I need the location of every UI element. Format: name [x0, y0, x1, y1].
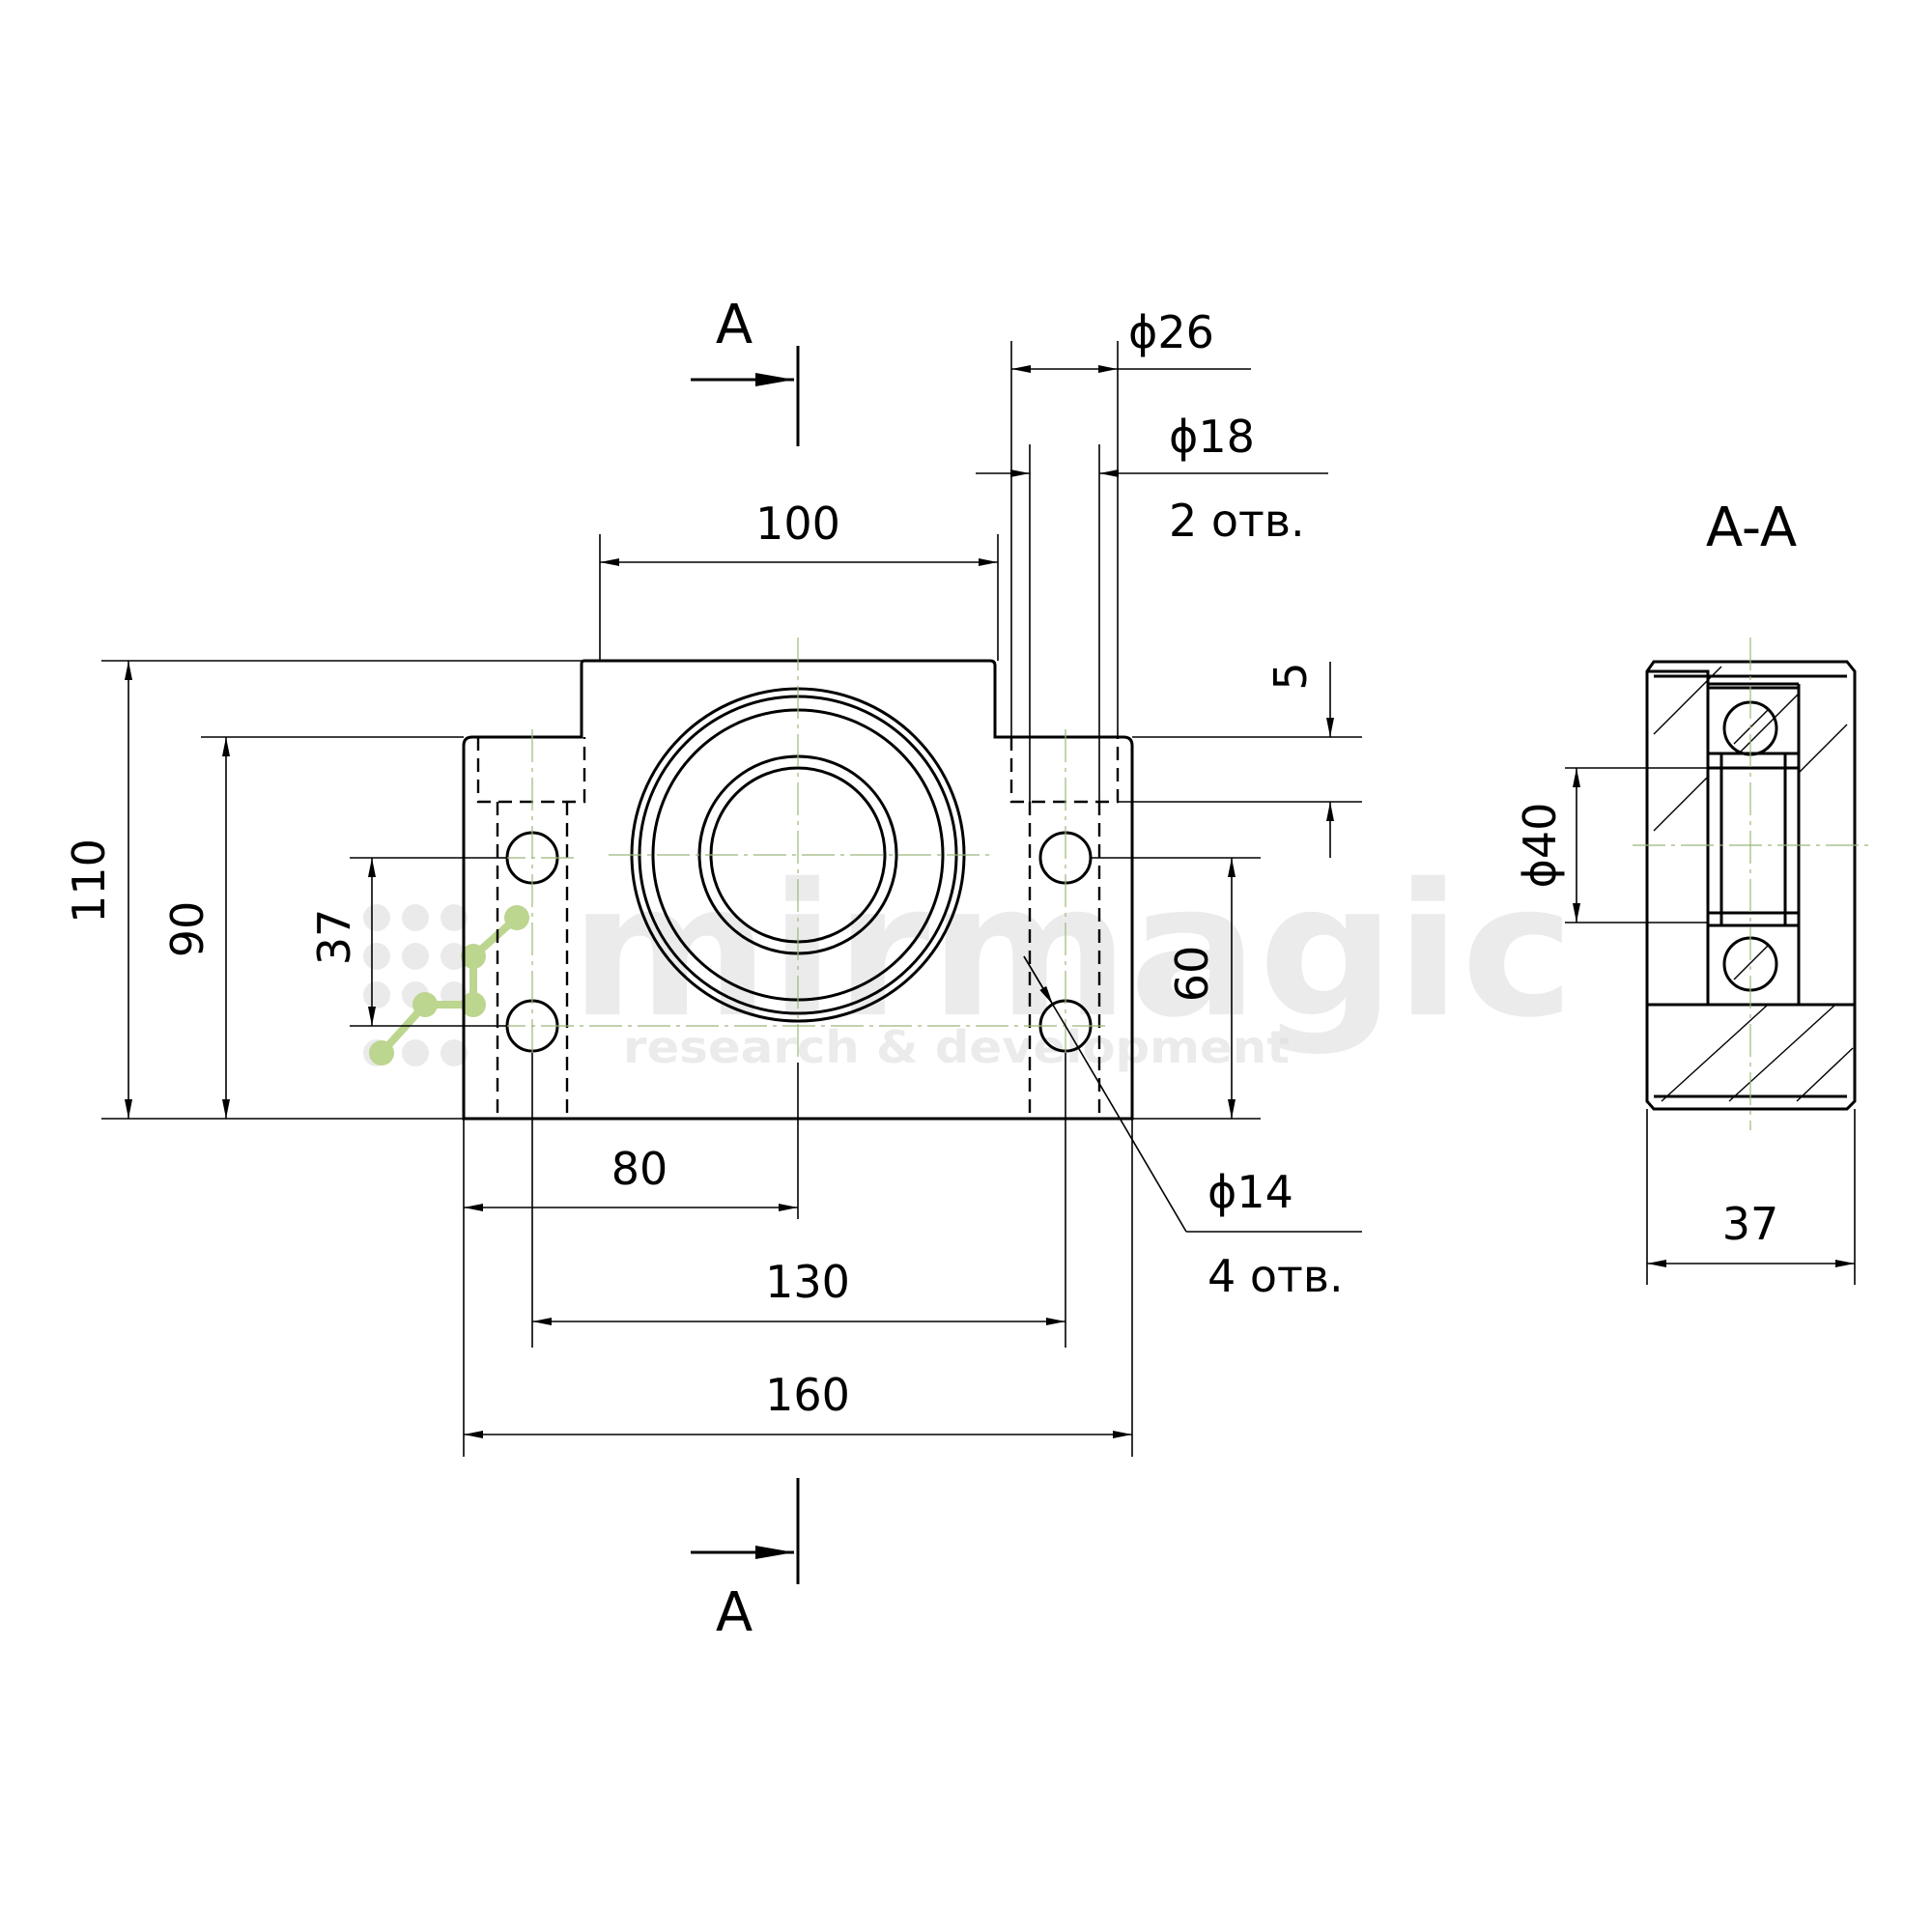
section-view-width-label: 37 [1722, 1198, 1779, 1250]
section-label-bottom: A [716, 1581, 753, 1644]
dim-hole-spacing-h-label: 130 [765, 1256, 850, 1308]
center-lines [493, 638, 1111, 1063]
dim-base-height: 90 [161, 737, 230, 1119]
dim-overall-height: 110 [63, 661, 132, 1119]
dim-counterbore-dia: ϕ26 [1011, 306, 1251, 373]
dim-mount-hole-dia: ϕ14 4 отв. [1023, 955, 1362, 1302]
dim-through-dia: ϕ18 2 отв. [976, 411, 1328, 547]
dim-hole-pair-height: 60 [1166, 858, 1236, 1119]
dim-counterbore-dia-label: ϕ26 [1128, 306, 1214, 358]
watermark-tagline: research & development [623, 1021, 1290, 1073]
section-label-top: A [716, 294, 753, 356]
dim-overall-width: 160 [464, 1369, 1132, 1438]
dim-base-height-label: 90 [161, 901, 213, 958]
dim-hole-spacing-h: 130 [532, 1256, 1065, 1325]
housing-outline [462, 659, 1134, 1121]
dim-hole-pair-height-label: 60 [1166, 946, 1218, 1003]
section-view: A-A [1514, 497, 1869, 1285]
section-marker-top: A [691, 294, 800, 446]
section-view-title: A-A [1706, 497, 1797, 559]
dim-hole-spacing-v-label: 37 [308, 909, 360, 966]
dim-top-width: 100 [600, 497, 998, 566]
dim-edge-to-center: 80 [464, 1063, 799, 1219]
hidden-features [476, 737, 1120, 1119]
dim-hole-spacing-v: 37 [308, 858, 376, 1026]
dim-edge-to-center-label: 80 [611, 1143, 668, 1195]
section-marker-bottom: A [691, 1478, 800, 1644]
watermark-molecule-icon [369, 905, 529, 1065]
watermark: mirmagic research & development [363, 844, 1575, 1073]
dim-through-count-label: 2 отв. [1169, 495, 1305, 547]
dim-counterbore-depth-label: 5 [1264, 662, 1317, 690]
dim-through-dia-label: ϕ18 [1169, 411, 1255, 463]
dim-top-width-label: 100 [755, 497, 840, 550]
dim-overall-width-label: 160 [765, 1369, 850, 1421]
section-view-diameter-label: ϕ40 [1514, 803, 1566, 889]
extension-lines [101, 341, 1362, 1457]
dim-mount-hole-dia-label: ϕ14 [1208, 1166, 1293, 1218]
dim-overall-height-label: 110 [63, 838, 115, 923]
dim-mount-hole-count-label: 4 отв. [1208, 1250, 1344, 1302]
dim-counterbore-depth: 5 [1264, 662, 1334, 858]
watermark-brand: mirmagic [570, 844, 1575, 1058]
